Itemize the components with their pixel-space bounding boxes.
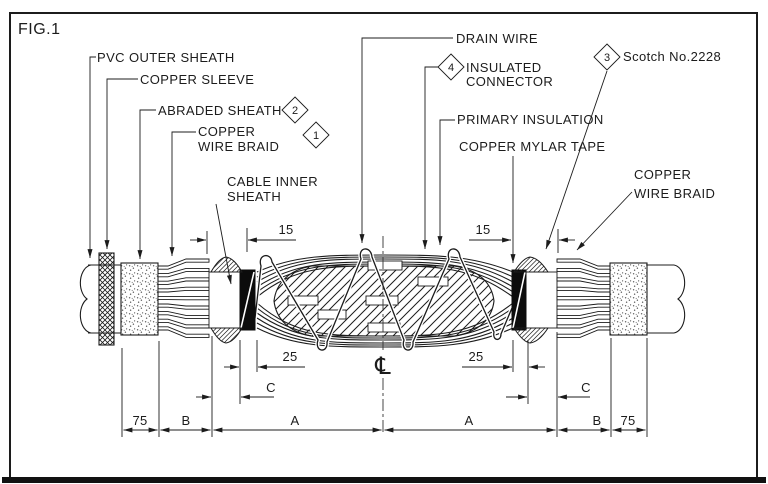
dim-b-right: B [593,413,602,428]
copper-wire-braid-right-label-2: WIRE BRAID [634,186,715,201]
note-marker-diamond-3: 3 [593,43,621,71]
dim-a-right: A [465,413,474,428]
callouts: PVC OUTER SHEATH COPPER SLEEVE ABRADED S… [87,31,721,285]
left-cable [79,252,159,346]
scotch-tape-label: Scotch No.2228 [623,49,721,64]
dimension-15-right: 15 [469,222,575,253]
dimension-15-left: 15 [190,222,296,254]
right-cable-break-symbol [673,264,686,334]
copper-wire-braid-right-label-1: COPPER [634,167,691,182]
cable-inner-sheath-band-left [208,271,241,329]
copper-mylar-tape-band-right [511,269,527,331]
note-marker-diamond-2: 2 [281,96,309,124]
copper-sleeve-band [98,252,115,346]
drain-wire-wrap [253,247,514,352]
dim-75-left: 75 [132,413,147,428]
cable-inner-sheath-label-2: SHEATH [227,189,281,204]
abraded-sheath-label: ABRADED SHEATH [158,103,282,118]
abraded-sheath-band-left [120,262,159,336]
note-marker-diamond-1: 1 [302,121,330,149]
copper-wire-braid-fan-right [556,258,611,338]
dim-75-right: 75 [620,413,635,428]
svg-text:25: 25 [282,349,297,364]
copper-wire-braid-left-label-2: WIRE BRAID [198,139,279,154]
svg-text:4: 4 [448,62,454,74]
insulated-connector-label-2: CONNECTOR [466,74,553,89]
copper-wire-braid-fan-left [157,258,210,338]
left-cable-break-symbol [79,264,92,334]
pvc-outer-sheath-label: PVC OUTER SHEATH [97,50,235,65]
svg-text:C: C [581,380,591,395]
figure-title: FIG.1 [18,21,61,38]
bottom-edge-bar [2,477,766,483]
note-markers: 2 1 4 3 [281,43,621,149]
centerline-symbol: ℄ [374,352,391,380]
insulated-connectors [287,260,449,333]
svg-text:15: 15 [278,222,293,237]
svg-text:2: 2 [292,105,298,117]
dimension-c-right: C [506,380,591,400]
dimension-25-left: 25 [224,340,305,404]
dimension-bottom-row: 75 B A A B 75 [121,332,648,437]
copper-mylar-tape-label: COPPER MYLAR TAPE [459,139,605,154]
primary-insulation-label: PRIMARY INSULATION [457,112,604,127]
svg-text:C: C [266,380,276,395]
copper-mylar-tape-band-left [239,269,256,331]
abraded-sheath-band-right [609,262,648,336]
dimension-25-right: 25 [462,340,545,404]
centerline: ℄ [374,236,391,433]
braid-foldback-caps [210,256,549,344]
cable-inner-sheath-label-1: CABLE INNER [227,174,318,189]
copper-sleeve-label: COPPER SLEEVE [140,72,254,87]
svg-text:3: 3 [604,52,610,64]
copper-wire-braid-left-label-1: COPPER [198,124,255,139]
dim-b-left: B [182,413,191,428]
drain-wire-label: DRAIN WIRE [456,31,538,46]
svg-text:15: 15 [475,222,490,237]
dimension-c-left: C [196,380,276,400]
cable-inner-sheath-band-right [525,271,558,329]
svg-text:1: 1 [313,130,319,142]
note-marker-diamond-4: 4 [437,53,465,81]
dim-a-left: A [291,413,300,428]
svg-text:25: 25 [468,349,483,364]
right-cable [609,262,686,336]
insulated-connector-label-1: INSULATED [466,60,542,75]
